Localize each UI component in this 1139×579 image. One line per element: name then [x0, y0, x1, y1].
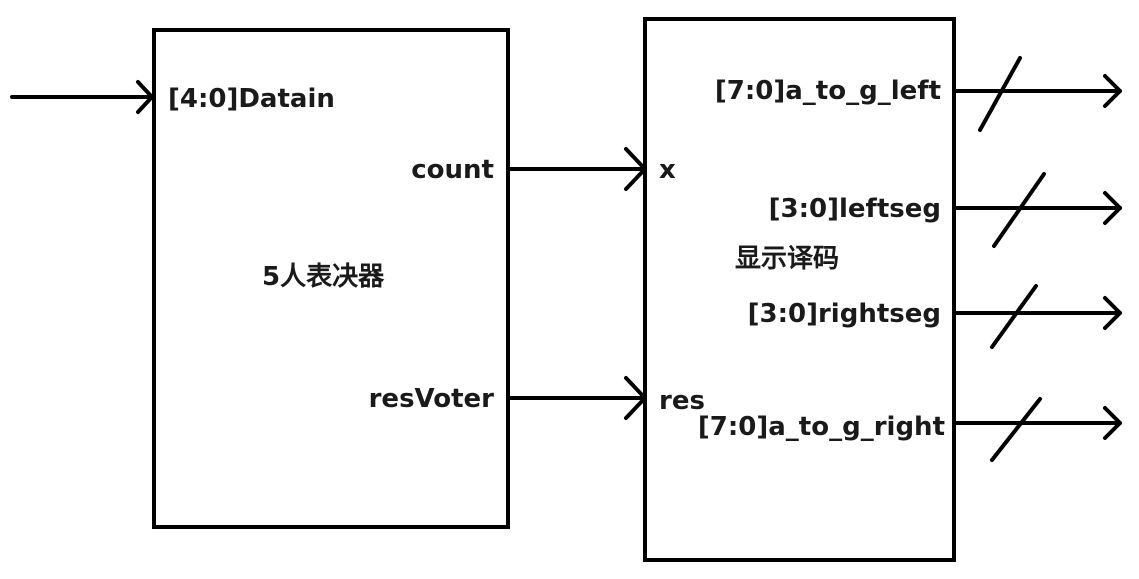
bus-slash-icon — [978, 56, 1022, 132]
bus-slash-icon — [990, 284, 1038, 349]
rightseg-output-bus — [951, 284, 1122, 349]
count-port-label: count — [411, 155, 494, 185]
a-to-g-left-port-label: [7:0]a_to_g_left — [714, 76, 941, 106]
a-to-g-left-output-bus — [951, 56, 1122, 132]
resvoter-port-label: resVoter — [368, 384, 494, 414]
resvoter-to-res-wire — [506, 376, 647, 420]
decoder-block — [643, 17, 956, 562]
voter-block-title: 5人表决器 — [262, 262, 385, 292]
datain-port-label: [4:0]Datain — [168, 84, 335, 114]
rightseg-port-label: [3:0]rightseg — [747, 299, 941, 329]
decoder-block-title: 显示译码 — [735, 244, 840, 274]
a-to-g-right-output-bus — [951, 397, 1122, 462]
bus-slash-icon — [992, 172, 1046, 248]
datain-input-arrow — [10, 80, 154, 114]
voter-block — [152, 28, 510, 529]
a-to-g-right-port-label: [7:0]a_to_g_right — [697, 412, 945, 442]
leftseg-output-bus — [951, 172, 1122, 248]
bus-slash-icon — [990, 397, 1042, 462]
count-to-x-wire — [506, 147, 647, 191]
leftseg-port-label: [3:0]leftseg — [768, 194, 941, 224]
res-port-label: res — [659, 386, 705, 416]
x-port-label: x — [659, 155, 676, 185]
